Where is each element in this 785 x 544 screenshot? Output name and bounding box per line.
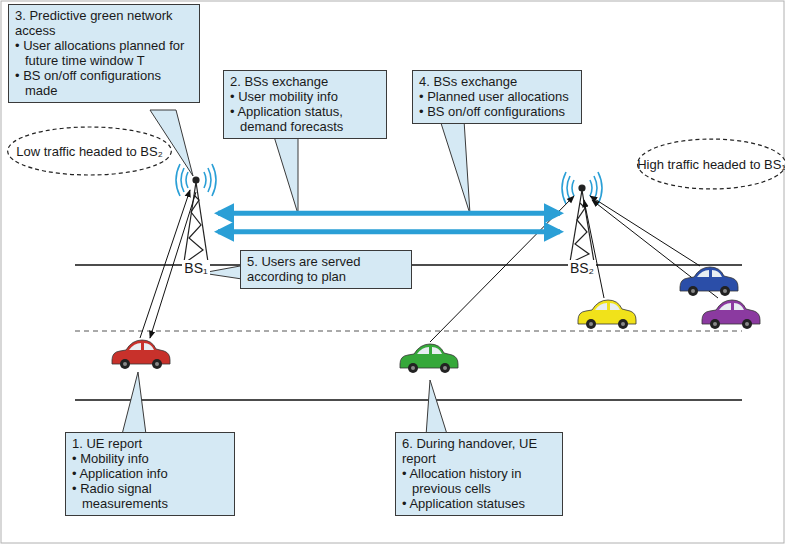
bullet-item: • User mobility info bbox=[230, 89, 380, 104]
node-heading: High traffic headed to BS₁ bbox=[637, 157, 785, 172]
bullet-item: • Application status, demand forecasts bbox=[230, 104, 380, 134]
tower-bs2 bbox=[562, 172, 602, 262]
callout-tails bbox=[118, 110, 470, 450]
bullet-item: • BS on/off configurations bbox=[419, 104, 575, 119]
callout-box: 5. Users are served according to plan bbox=[240, 250, 412, 289]
callout-box: 4. BSs exchange• Planned user allocation… bbox=[412, 70, 582, 124]
bullet-item: • Mobility info bbox=[72, 451, 228, 466]
bullet-item: • Allocation history in previous cells bbox=[402, 466, 556, 496]
exchange-arrow bbox=[218, 211, 560, 216]
bullet-item: • Radio signal measurements bbox=[72, 481, 228, 511]
bullet-item: • BS on/off configurations made bbox=[15, 68, 193, 98]
traffic-ellipse: High traffic headed to BS₁ bbox=[636, 138, 785, 190]
node-heading: 2. BSs exchange bbox=[230, 74, 380, 89]
bullet-item: • Application statuses bbox=[402, 496, 556, 511]
node-heading: BS₂ bbox=[568, 260, 596, 276]
node-heading: 5. Users are served according to plan bbox=[247, 254, 405, 284]
callout-box: 2. BSs exchange• User mobility info• App… bbox=[223, 70, 387, 139]
node-heading: 3. Predictive green network access bbox=[15, 8, 193, 38]
node-heading: BS₁ bbox=[182, 260, 209, 276]
callout-box: 1. UE report• Mobility info• Application… bbox=[65, 432, 235, 516]
node-heading: Low traffic headed to BS₂ bbox=[16, 144, 162, 159]
node-heading: 6. During handover, UE report bbox=[402, 436, 556, 466]
callout-box: 6. During handover, UE report• Allocatio… bbox=[395, 432, 563, 516]
base-station: BS₂ bbox=[562, 168, 602, 276]
node-heading: 1. UE report bbox=[72, 436, 228, 451]
callout-box: 3. Predictive green network access• User… bbox=[8, 4, 200, 103]
bullet-item: • User allocations planned for future ti… bbox=[15, 38, 193, 68]
bullet-item: • Planned user allocations bbox=[419, 89, 575, 104]
base-station: BS₁ bbox=[176, 160, 216, 276]
node-heading: 4. BSs exchange bbox=[419, 74, 575, 89]
cars bbox=[112, 267, 760, 373]
bullet-item: • Application info bbox=[72, 466, 228, 481]
radio-links bbox=[140, 190, 718, 342]
traffic-ellipse: Low traffic headed to BS₂ bbox=[6, 126, 173, 176]
exchange-arrow bbox=[218, 229, 560, 234]
